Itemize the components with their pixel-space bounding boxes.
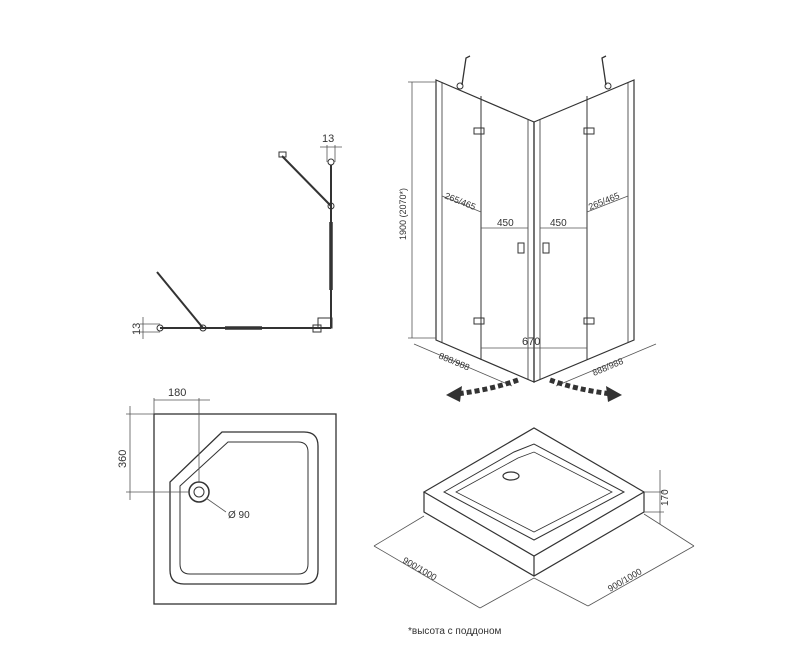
tray-iso-view: 170 900/1000 900/1000 [373, 427, 695, 609]
dim-height-label: 1900 (2070*) [398, 188, 408, 240]
iso-basin-outer [442, 443, 626, 541]
dim-width-right-ext1 [533, 577, 589, 607]
plan-door-lower [156, 271, 204, 329]
elevation-view: 1900 (2070*) 265/465 265/465 450 450 670… [398, 55, 657, 402]
dim-hinge-left-label: 265/465 [443, 191, 477, 212]
dim-entry-label: 670 [522, 336, 540, 348]
elev-hinge-right-bottom [583, 317, 595, 325]
dim-170-label: 170 [660, 489, 671, 506]
dim-side-left-label: 888/988 [437, 351, 471, 373]
elev-panel-right [533, 79, 635, 383]
plan-hinge-upper [327, 202, 335, 210]
tray-drain-outer [188, 481, 210, 503]
iso-drain [502, 471, 520, 481]
tray-basin-inner [179, 441, 309, 575]
dim-width-right-label: 900/1000 [606, 566, 644, 593]
elev-bracket-right [601, 55, 607, 86]
dim-13-left-label: 13 [131, 323, 143, 335]
iso-top [422, 427, 646, 557]
dim-side-right-label: 888/988 [591, 356, 625, 378]
swing-arrowhead-right [606, 386, 622, 402]
dim-side-left-line [413, 343, 513, 387]
elev-panel-left [435, 79, 535, 383]
dim-360-label: 360 [117, 450, 129, 468]
dim-width-right-line [587, 545, 695, 607]
plan-corner-bracket [312, 324, 322, 333]
dim-side-right-line [555, 343, 657, 387]
tray-basin-outer [169, 431, 319, 585]
dim-width-left-ext1 [373, 515, 425, 547]
tray-outer [153, 413, 337, 605]
elev-handle-right [542, 242, 550, 254]
dim-13-top-label: 13 [322, 133, 334, 145]
elev-handle-left [517, 242, 525, 254]
plan-clamp-top [327, 158, 335, 166]
dim-180-label: 180 [168, 387, 186, 399]
elev-hinge-left-top [473, 127, 485, 135]
dim-door-right-label: 450 [550, 218, 567, 229]
swing-arrow-right [549, 377, 613, 397]
tray-drain-inner [193, 486, 205, 498]
footnote: *высота с поддоном [408, 626, 502, 637]
dim-width-right-ext2 [643, 513, 695, 547]
plan-hinge-lower [199, 324, 207, 332]
drain-leader [205, 497, 227, 513]
plan-door-upper-end [278, 151, 287, 158]
dim-hinge-left-line [441, 195, 482, 213]
elev-hinge-right-top [583, 127, 595, 135]
elev-hinge-left-bottom [473, 317, 485, 325]
dim-hinge-right-line [586, 195, 629, 213]
swing-arrowhead-left [446, 386, 462, 402]
elev-bracket-right-ring [604, 82, 612, 90]
dim-door-left-label: 450 [497, 218, 514, 229]
plan-door-upper [281, 155, 332, 207]
elev-bracket-left [461, 55, 471, 86]
dim-width-left-line [373, 545, 481, 609]
plan-corner-fitting [317, 317, 333, 329]
plan-view: 13 13 [131, 133, 342, 339]
dim-width-left-ext2 [479, 577, 535, 609]
elev-bracket-left-ring [456, 82, 464, 90]
tray-top-view: Ø 90 180 360 [117, 387, 337, 605]
dim-hinge-right-label: 265/465 [587, 190, 621, 211]
dim-width-left-label: 900/1000 [401, 555, 439, 582]
drain-diameter-label: Ø 90 [228, 510, 250, 521]
iso-basin-inner [455, 451, 613, 533]
plan-clamp-left [156, 324, 164, 332]
swing-arrow-left [455, 377, 519, 397]
